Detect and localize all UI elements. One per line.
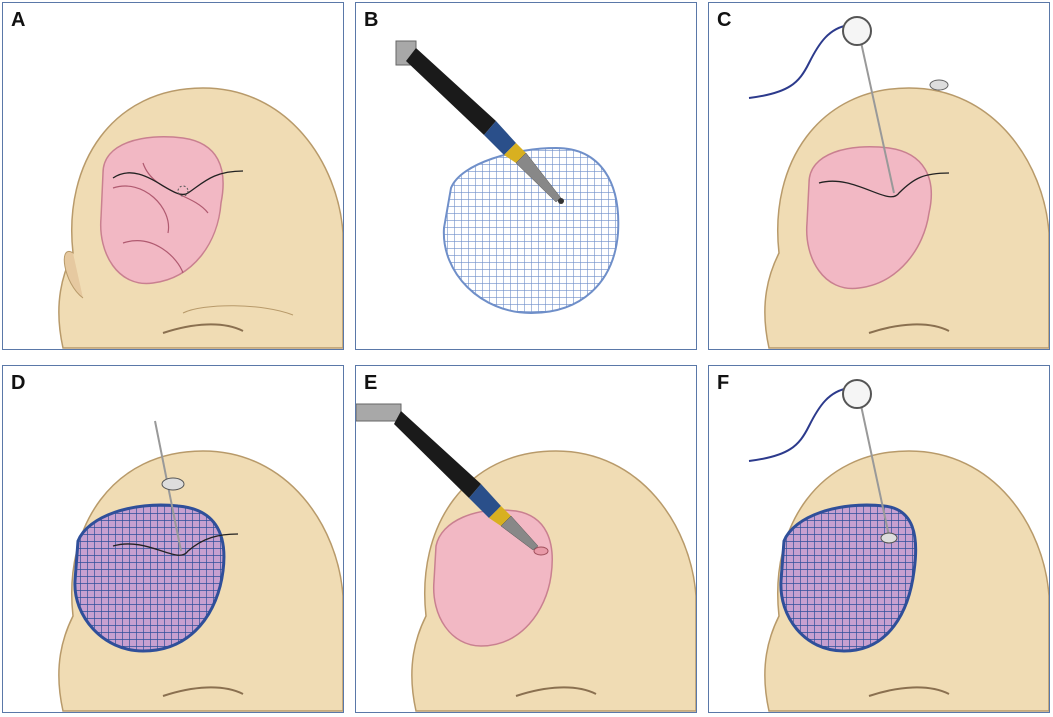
panel-label-e: E bbox=[364, 372, 378, 394]
mesh-icon bbox=[74, 505, 224, 651]
electrode-icon bbox=[842, 379, 898, 544]
electrode-icon bbox=[154, 420, 185, 552]
burr-hole-icon bbox=[533, 546, 549, 556]
electrode-wire bbox=[112, 170, 244, 196]
panel-b: B bbox=[355, 2, 697, 350]
panel-e: E bbox=[355, 365, 697, 713]
panel-a: A bbox=[2, 2, 344, 350]
electrode-cable bbox=[748, 24, 850, 99]
panel-f: F bbox=[708, 365, 1050, 713]
drill-icon bbox=[395, 40, 564, 204]
panel-label-b: B bbox=[364, 9, 379, 31]
electrode-icon bbox=[842, 16, 895, 194]
head-icon bbox=[58, 87, 343, 349]
electrode-cable bbox=[748, 387, 850, 462]
mesh-icon bbox=[395, 40, 620, 315]
panel-label-a: A bbox=[11, 9, 26, 31]
panel-d: D bbox=[2, 365, 344, 713]
burr-hole-cap-icon bbox=[880, 532, 898, 544]
panel-c: C bbox=[708, 2, 1050, 350]
panel-label-c: C bbox=[717, 9, 732, 31]
burr-hole-cap-icon bbox=[177, 185, 189, 197]
burr-hole-cap-icon bbox=[161, 477, 185, 491]
burr-hole-cap-icon bbox=[929, 79, 949, 91]
mesh-icon bbox=[780, 505, 916, 651]
brain-icon bbox=[432, 509, 553, 647]
panel-label-f: F bbox=[717, 372, 730, 394]
panel-label-d: D bbox=[11, 372, 26, 394]
drill-icon bbox=[356, 403, 539, 551]
